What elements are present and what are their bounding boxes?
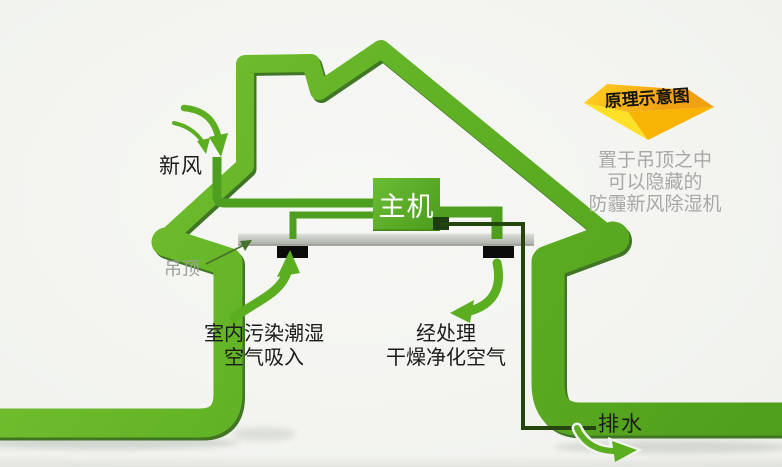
- caption-line3: 防霾新风除湿机: [588, 194, 722, 215]
- drain-pipe: [441, 222, 596, 430]
- caption-line2: 可以隐藏的: [607, 172, 703, 193]
- right-wall-and-floor: [531, 221, 782, 436]
- processed-label: 经处理 干燥净化空气: [383, 322, 509, 370]
- left-wall-and-floor: [0, 227, 243, 438]
- roof-outline: [155, 40, 622, 249]
- ceiling-vent-left: [277, 246, 308, 258]
- fresh-air-label: 新风: [159, 155, 203, 178]
- bottom-vignette: [0, 455, 782, 467]
- duct-system: [212, 157, 503, 239]
- intake-arrow-icon: [229, 250, 300, 323]
- fresh-air-duct: [212, 157, 374, 208]
- drain-label: 排水: [598, 413, 644, 436]
- return-air-duct: [289, 211, 374, 239]
- processed-label-line1: 经处理: [416, 323, 476, 345]
- ceiling-label: 吊顶: [164, 259, 200, 279]
- supply-arrow-icon: [450, 258, 503, 323]
- wall-shadow-left: [232, 427, 296, 441]
- supply-air-duct: [439, 206, 503, 239]
- fresh-air-arrow-secondary-icon: [172, 121, 210, 154]
- caption-line1: 置于吊顶之中: [597, 150, 712, 171]
- main-unit-label: 主机: [378, 192, 435, 222]
- ceiling-pointer-arrow-icon: [205, 240, 252, 265]
- intake-label-line1: 室内污染潮湿: [204, 323, 324, 345]
- main-unit-box: [373, 178, 440, 231]
- caption-text: 置于吊顶之中 可以隐藏的 防霾新风除湿机: [578, 150, 732, 216]
- intake-label: 室内污染潮湿 空气吸入: [196, 322, 332, 370]
- drain-system: [433, 217, 596, 430]
- drain-arrow-icon: [571, 422, 643, 466]
- house-outline: [0, 40, 782, 438]
- ceiling-vent-right: [483, 246, 514, 258]
- processed-label-line2: 干燥净化空气: [386, 347, 506, 369]
- fresh-air-arrow-icon: [180, 104, 228, 157]
- ceiling-panel: [238, 233, 534, 246]
- intake-label-line2: 空气吸入: [224, 347, 304, 369]
- badge-diamond-icon: [584, 84, 714, 140]
